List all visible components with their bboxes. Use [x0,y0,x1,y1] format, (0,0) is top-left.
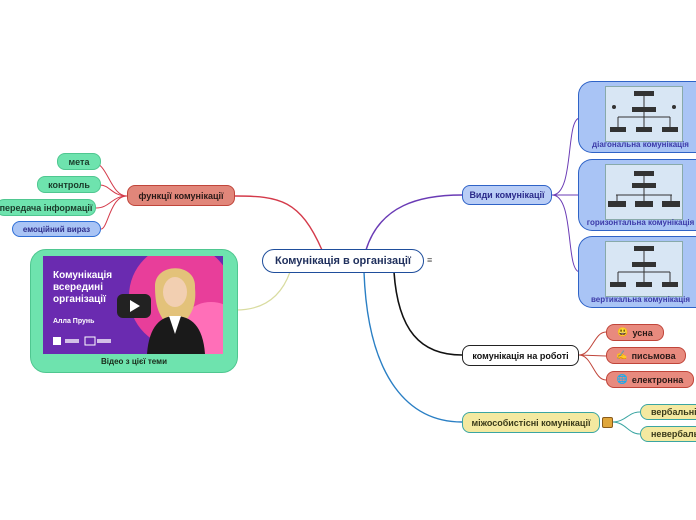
central-topic[interactable]: Комунікація в організації [262,249,424,273]
leaf-emotional-expression-label: емоційний вираз [22,224,91,234]
card-diagonal-label: діагональна комунікація [592,140,689,149]
leaf-control-label: контроль [48,179,90,190]
diagonal-org-chart-image [605,86,683,142]
leaf-nonverbal[interactable]: невербальні [640,426,696,442]
video-partner-logos [53,336,113,348]
notes-icon[interactable] [602,417,613,428]
branch-functions-label: функції комунікації [138,190,224,201]
card-horizontal-label: горизонтальна комунікація [586,218,695,227]
writing-hand-icon: ✍ [616,350,628,360]
video-card[interactable]: Комунікація всередині організації Алла П… [30,249,238,373]
leaf-emotional-expression[interactable]: емоційний вираз [12,221,101,237]
branch-interpersonal[interactable]: міжособистісні комунікації [462,412,600,433]
branch-work-communication-label: комунікація на роботі [472,350,569,361]
branch-types-label: Види комунікації [469,190,545,200]
card-vertical[interactable]: вертикальна комунікація [578,236,696,308]
video-background-art [129,256,223,354]
branch-functions[interactable]: функції комунікації [127,185,235,206]
video-title: Комунікація всередині організації [53,270,113,305]
leaf-control[interactable]: контроль [37,176,101,193]
leaf-written-label: письмова [631,350,676,361]
leaf-verbal[interactable]: вербальні [640,404,696,420]
central-topic-label: Комунікація в організації [274,255,412,267]
video-thumbnail[interactable]: Комунікація всередині організації Алла П… [43,256,223,354]
card-diagonal[interactable]: діагональна комунікація [578,81,696,153]
leaf-nonverbal-label: невербальні [651,429,696,439]
menu-icon[interactable]: ≡ [427,255,433,265]
branch-types[interactable]: Види комунікації [462,185,552,205]
smile-emoji-icon: 😃 [617,327,629,337]
horizontal-org-chart-image [605,164,683,220]
branch-interpersonal-label: міжособистісні комунікації [471,417,591,428]
leaf-oral-label: усна [632,327,653,338]
card-vertical-label: вертикальна комунікація [590,295,691,304]
leaf-goal-label: мета [68,156,90,167]
vertical-org-chart-image [605,241,683,297]
card-horizontal[interactable]: горизонтальна комунікація [578,159,696,231]
video-author: Алла Прунь [53,318,95,325]
leaf-information-transfer[interactable]: передача інформації [0,199,96,216]
video-caption: Відео з цієї теми [101,357,167,366]
leaf-verbal-label: вербальні [651,407,696,417]
leaf-information-transfer-label: передача інформації [0,202,93,213]
leaf-oral[interactable]: 😃 усна [606,324,664,341]
globe-icon: 🌐 [616,374,628,384]
leaf-electronic[interactable]: 🌐 електронна [606,371,694,388]
leaf-electronic-label: електронна [631,374,684,385]
leaf-goal[interactable]: мета [57,153,101,170]
branch-work-communication[interactable]: комунікація на роботі [462,345,579,366]
leaf-written[interactable]: ✍ письмова [606,347,686,364]
play-button-icon[interactable] [117,294,151,318]
